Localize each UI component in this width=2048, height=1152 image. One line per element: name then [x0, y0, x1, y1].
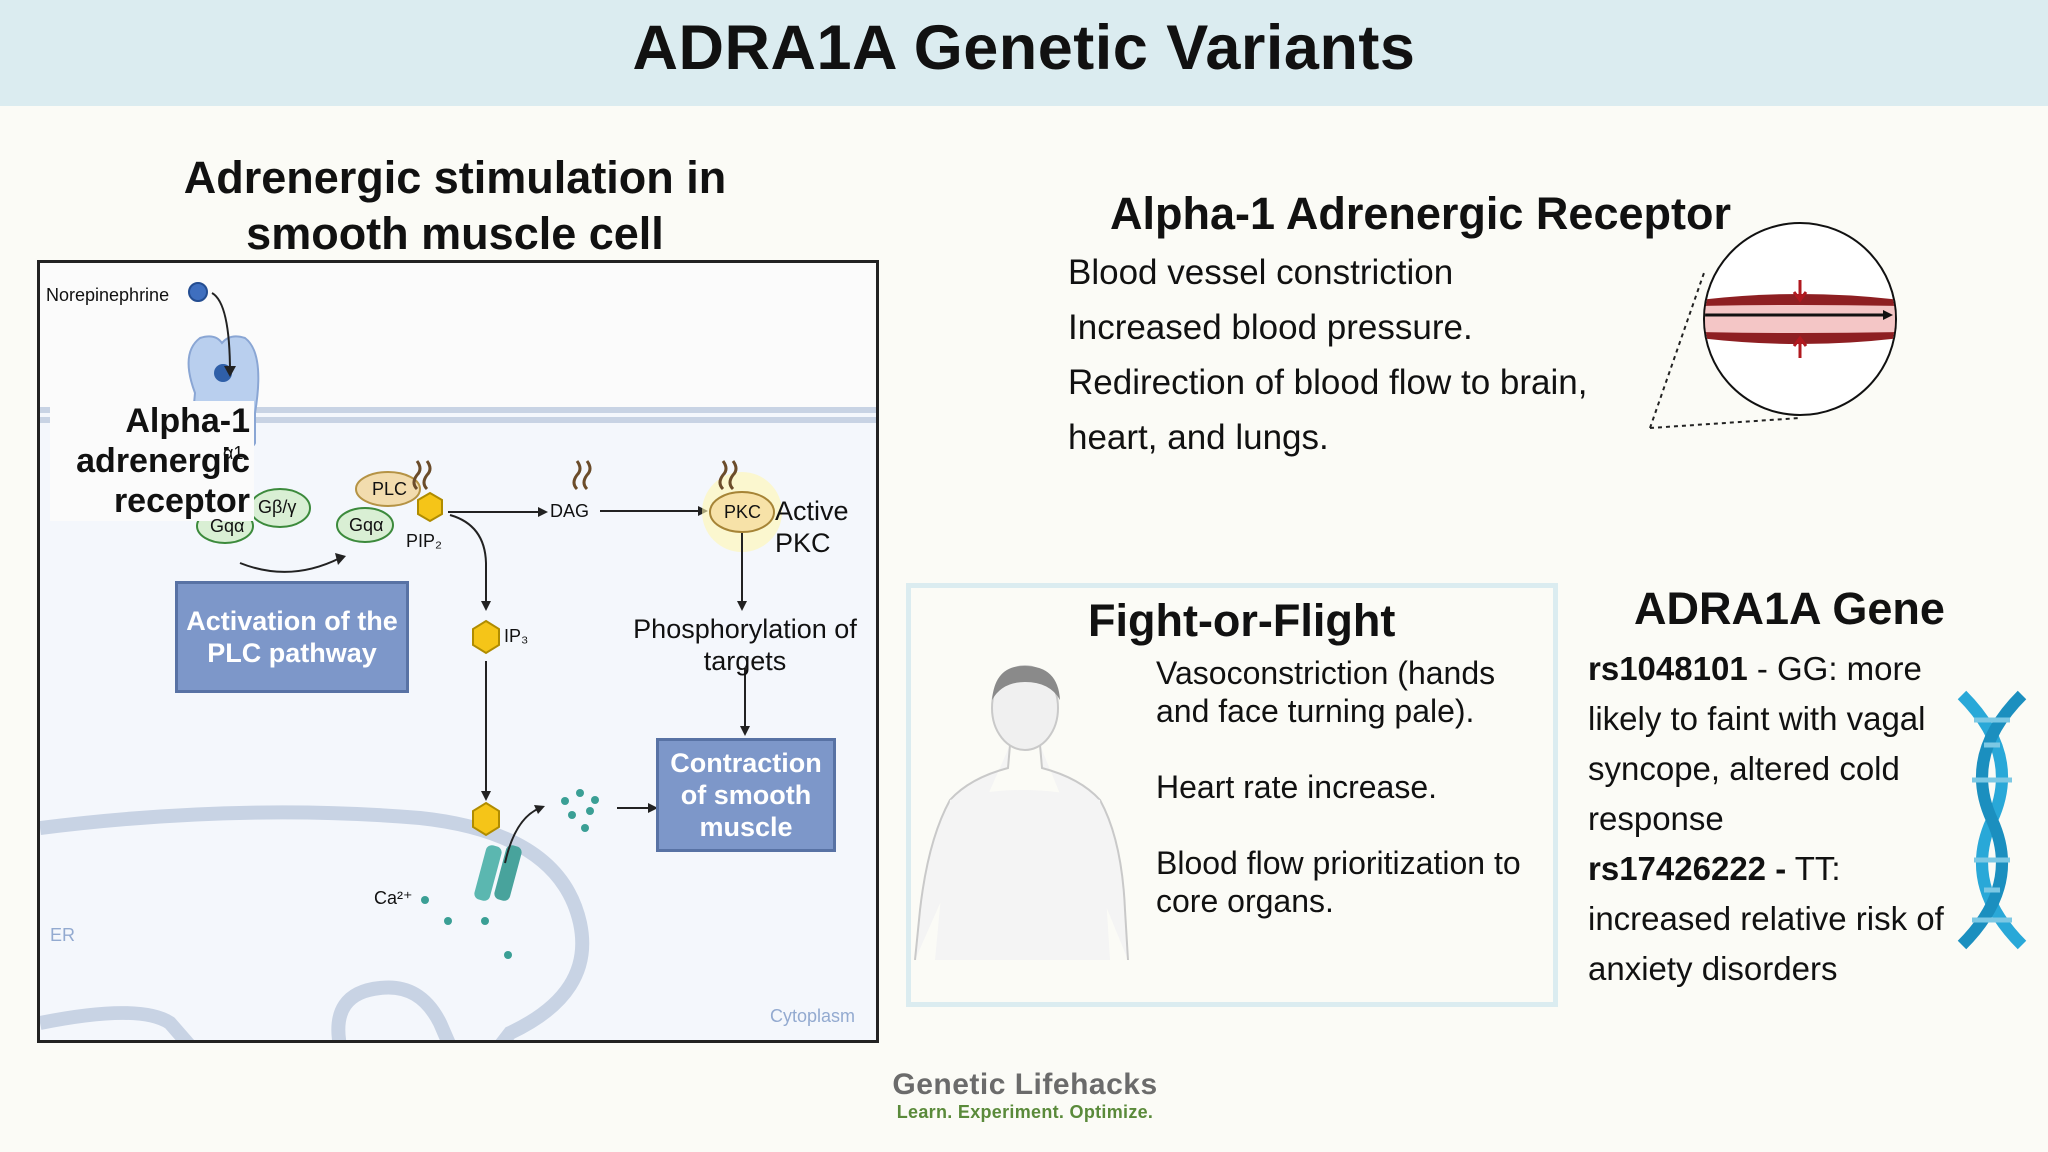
er-label: ER [50, 925, 76, 945]
diagram-title: Adrenergic stimulation in smooth muscle … [183, 152, 727, 259]
dna-helix-icon [1957, 690, 2027, 950]
alpha-item: heart, and lungs. [1068, 418, 1329, 457]
rs2-text: TT: increased relative risk of anxiety d… [1588, 850, 1944, 987]
rs2-id: rs17426222 - [1588, 850, 1787, 887]
title-banner: ADRA1A Genetic Variants [0, 0, 2048, 106]
cytoplasm-label: Cytoplasm [770, 1006, 856, 1026]
activation-box: Activation of the PLC pathway [175, 581, 409, 693]
alpha-item: Increased blood pressure. [1068, 308, 1473, 347]
active-pkc-label: Active PKC [775, 496, 849, 558]
page-title: ADRA1A Genetic Variants [632, 13, 1416, 83]
phosphorylation-label: Phosphorylation of targets [633, 614, 857, 676]
fight-or-flight-title: Fight-or-Flight [1088, 595, 1396, 646]
brand-logo: Genetic Lifehacks Learn. Experiment. Opt… [860, 1068, 1190, 1123]
contraction-box: Contraction of smooth muscle [656, 738, 836, 852]
gqa-label: Gqα [210, 516, 245, 536]
pip2-label: PIP₂ [406, 531, 442, 551]
fight-or-flight-text: Vasoconstriction (hands and face turning… [1156, 654, 1556, 920]
gbg-label: Gβ/γ [258, 497, 297, 517]
plc-label: PLC [372, 479, 408, 499]
receptor-label: Alpha-1 adrenergic receptor [50, 401, 254, 521]
alpha-receptor-list: Blood vessel constriction Increased bloo… [1068, 245, 1587, 465]
ca-label: Ca²⁺ [374, 888, 413, 908]
rs1-id: rs1048101 [1588, 650, 1748, 687]
rs1-text: - GG: more likely to faint with vagal sy… [1588, 650, 1926, 837]
alpha1-label: α1 [223, 443, 244, 463]
gene-title: ADRA1A Gene [1634, 583, 1945, 634]
dag-label: DAG [550, 501, 590, 521]
norepinephrine-label: Norepinephrine [46, 285, 170, 305]
pathway-diagram: Norepinephrine Alpha-1 adrenergic recept… [37, 260, 879, 1043]
gqa-label-2: Gqα [349, 515, 384, 535]
blood-vessel-icon [1649, 222, 1897, 429]
alpha-item: Blood vessel constriction [1068, 253, 1454, 292]
alpha-receptor-title: Alpha-1 Adrenergic Receptor [1110, 188, 1731, 239]
norepinephrine-dot [188, 282, 208, 302]
pkc-label: PKC [724, 502, 762, 522]
alpha-item: Redirection of blood flow to brain, [1068, 363, 1588, 402]
pathway-graphics [40, 263, 876, 1040]
fof-item-2: Heart rate increase. [1156, 769, 1438, 805]
brand-name: Genetic Lifehacks [892, 1068, 1158, 1101]
human-figure-icon [914, 665, 1129, 960]
gene-text: rs1048101 - GG: more likely to faint wit… [1588, 644, 1968, 994]
fof-item-1: Vasoconstriction (hands and face turning… [1156, 655, 1496, 729]
fof-item-3: Blood flow prioritization to core organs… [1156, 845, 1521, 919]
ip3-label: IP₃ [504, 626, 529, 646]
brand-tagline: Learn. Experiment. Optimize. [896, 1102, 1154, 1122]
